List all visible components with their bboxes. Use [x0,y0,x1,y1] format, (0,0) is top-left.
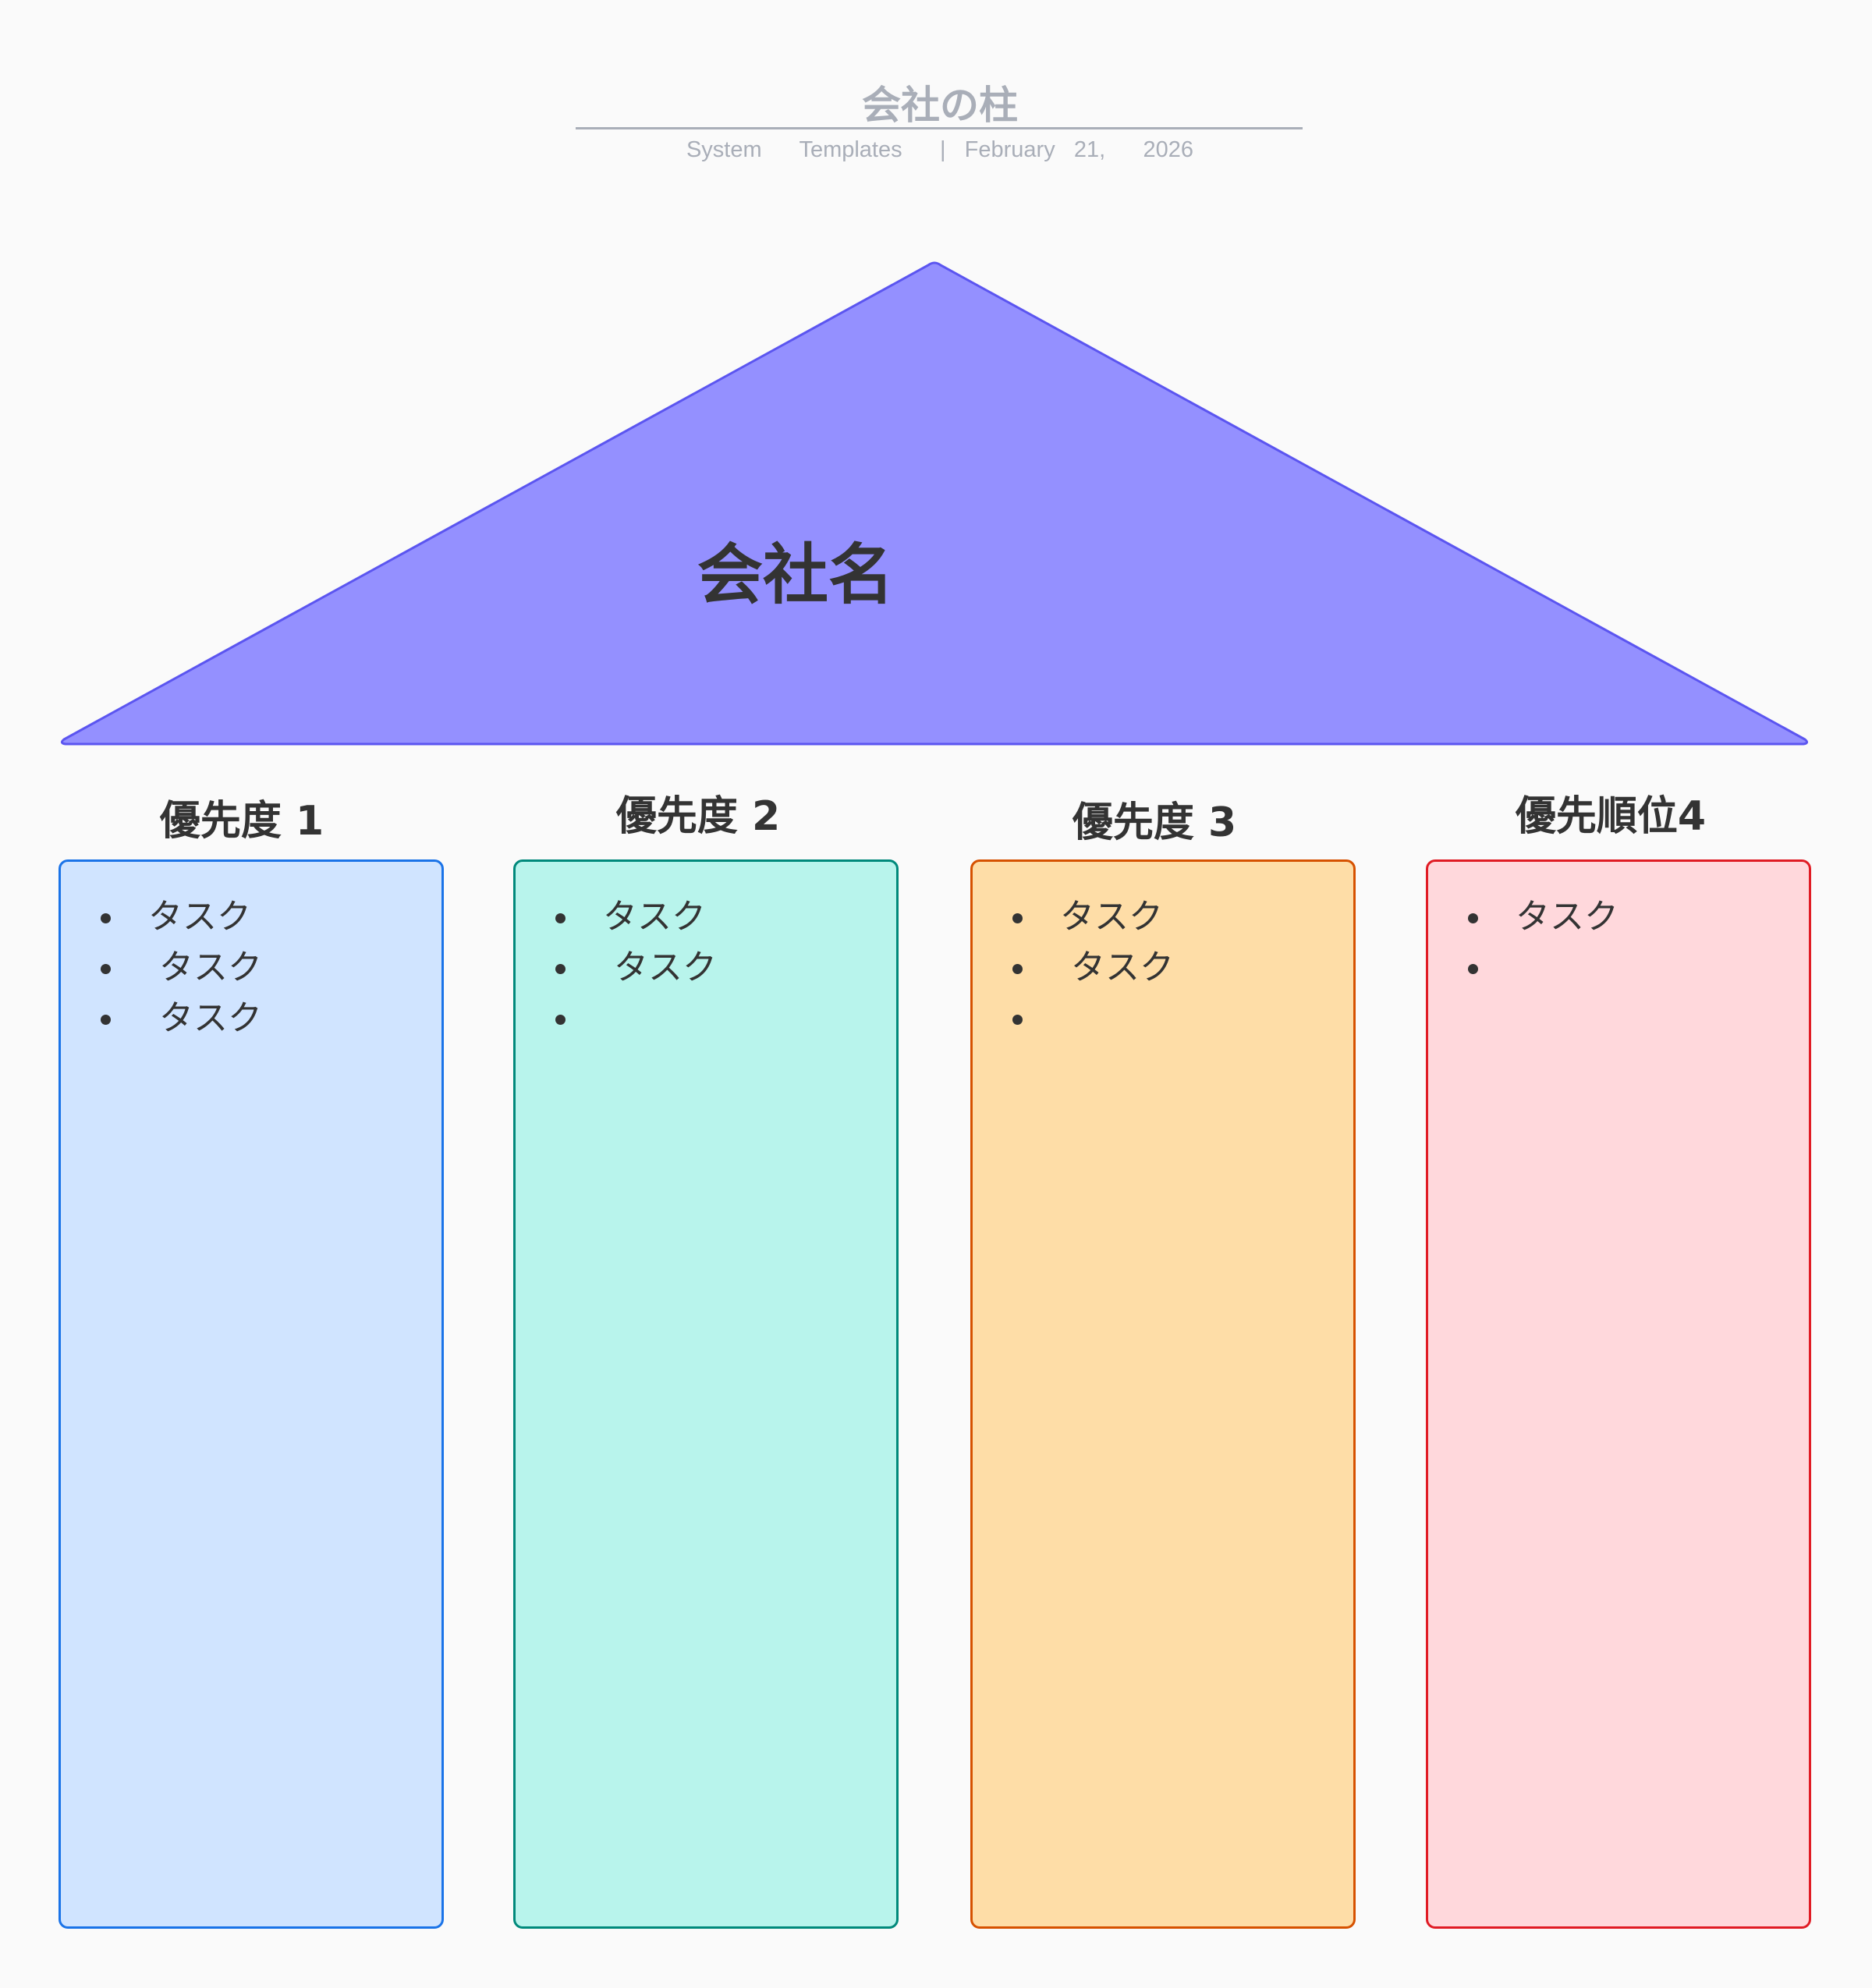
task-list: タスク [1428,862,1809,993]
task-item[interactable]: タスク [1038,942,1353,993]
column-heading-2[interactable]: 優先度 2 [615,793,781,840]
page-subtitle: System Templates | February 21, 2026 [686,137,1194,162]
column-heading-3[interactable]: 優先度 3 [1072,799,1237,846]
task-item[interactable]: タスク [126,942,441,993]
task-item[interactable]: タスク [581,891,896,942]
task-list: タスク タスク タスク [61,862,441,1044]
task-item[interactable]: タスク [126,993,441,1044]
pillar-priority-3[interactable]: タスク タスク [970,859,1356,1929]
column-heading-1[interactable]: 優先度 1 [159,798,324,845]
task-item[interactable]: タスク [126,891,441,942]
task-list: タスク タスク [973,862,1353,1044]
task-item[interactable] [1038,993,1353,1044]
task-item[interactable] [1494,942,1809,993]
pillar-priority-4[interactable]: タスク [1426,859,1811,1929]
title-divider [576,127,1303,129]
task-list: タスク タスク [516,862,896,1044]
pillar-priority-2[interactable]: タスク タスク [513,859,899,1929]
page-title: 会社の柱 [862,83,1018,128]
task-item[interactable]: タスク [1494,891,1809,942]
company-name[interactable]: 会社名 [697,537,894,613]
task-item[interactable] [581,993,896,1044]
pillar-priority-1[interactable]: タスク タスク タスク [58,859,444,1929]
task-item[interactable]: タスク [1038,891,1353,942]
column-heading-4[interactable]: 優先順位4 [1515,793,1707,840]
roof-triangle[interactable] [0,0,1872,780]
task-item[interactable]: タスク [581,942,896,993]
